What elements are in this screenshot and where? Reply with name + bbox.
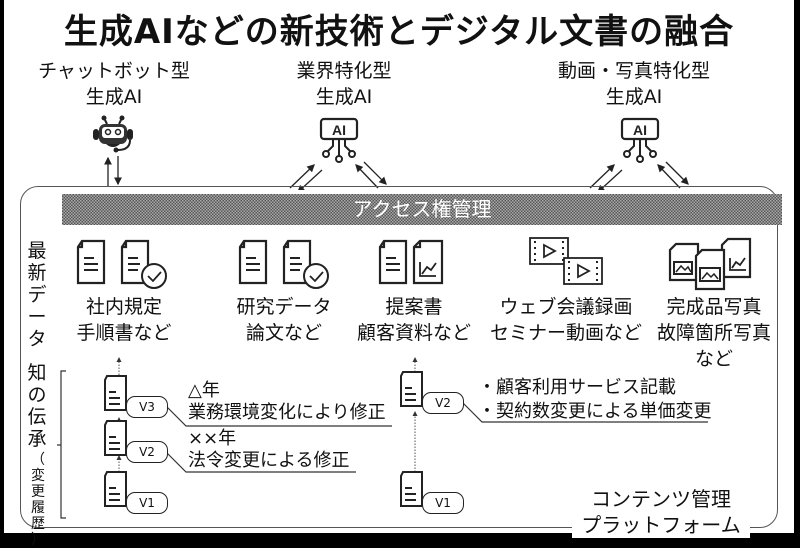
version-history-right-graphic (400, 357, 708, 507)
change-note-year: ××年 (188, 428, 237, 449)
version-badge-v3: V3 (126, 396, 168, 418)
document-label: ウェブ会議録画 (499, 296, 633, 318)
diagram-title: 生成AIなどの新技術とデジタル文書の融合 (63, 12, 735, 52)
version-badge-v1: V1 (126, 492, 168, 514)
document-type-videos: ウェブ会議録画 セミナー動画など (486, 294, 646, 346)
change-note: ××年 法令変更による修正 (188, 428, 349, 472)
photo-files-icon (668, 237, 752, 291)
video-files-icon (529, 237, 603, 285)
document-type-photos: 完成品写真 故障箇所写真 など (644, 294, 784, 372)
document-type-regulations: 社内規定 手順書など (49, 294, 199, 346)
svg-text:AI: AI (633, 122, 647, 138)
ai-source-label: 業界特化型 (296, 60, 392, 82)
section-label-knowledge: 知の伝承 (26, 362, 48, 450)
change-note-year: △年 (188, 380, 220, 401)
platform-label: コンテンツ管理 プラットフォーム (572, 486, 750, 538)
platform-label-line: プラットフォーム (581, 513, 741, 537)
ai-source-label: 生成AI (315, 86, 373, 108)
document-label: 顧客資料など (356, 322, 471, 344)
data-flow-arrows (104, 156, 689, 190)
chatbot-robot-icon (93, 115, 133, 153)
document-label: 完成品写真 (666, 296, 762, 318)
document-label: 手順書など (76, 322, 172, 344)
document-label: 論文など (245, 322, 322, 344)
section-label-text: 知の伝承 (27, 362, 47, 450)
access-control-bar: アクセス権管理 (62, 194, 782, 225)
version-badge-v2: V2 (422, 392, 464, 414)
change-note-item: ・契約数変更による単価変更 (478, 401, 712, 422)
ai-source-media: 動画・写真特化型 生成AI (544, 58, 724, 110)
document-chart-icon (378, 239, 444, 285)
version-history-left-graphic (104, 357, 392, 507)
change-note: △年 業務環境変化により修正 (188, 380, 386, 424)
document-label: など (694, 348, 733, 370)
svg-text:AI: AI (332, 122, 346, 138)
change-note: ・顧客利用サービス記載 ・契約数変更による単価変更 (478, 376, 711, 424)
bracket (57, 370, 66, 519)
ai-source-label: 動画・写真特化型 (557, 60, 710, 82)
ai-chip-icon: AI (620, 117, 660, 163)
change-note-reason: 業務環境変化により修正 (188, 402, 386, 423)
diagram-canvas: 生成AIなどの新技術とデジタル文書の融合 チャットボット型 生成AI 業界特化型… (4, 0, 794, 548)
ai-source-label: チャットボット型 (38, 60, 190, 82)
document-label: 故障箇所写真 (656, 322, 771, 344)
document-approved-icon (76, 239, 167, 289)
section-label-latest: 最新データ (26, 240, 48, 350)
document-label: 提案書 (385, 296, 443, 318)
section-label-subtext: （変更履歴） (31, 452, 45, 548)
ai-source-industry: 業界特化型 生成AI (254, 58, 434, 110)
document-approved-icon (238, 239, 329, 289)
ai-source-label: 生成AI (85, 86, 143, 108)
version-badge-v2: V2 (126, 441, 168, 463)
section-label-text: 最新データ (27, 240, 47, 350)
change-note-item: ・顧客利用サービス記載 (478, 377, 676, 398)
document-label: 社内規定 (85, 296, 162, 318)
section-label-history: （変更履歴） (27, 452, 49, 548)
document-type-research: 研究データ 論文など (209, 294, 359, 346)
document-label: セミナー動画など (489, 322, 642, 344)
change-note-reason: 法令変更による修正 (188, 450, 350, 471)
ai-source-chatbot: チャットボット型 生成AI (24, 58, 204, 110)
ai-source-label: 生成AI (605, 86, 663, 108)
document-label: 研究データ (236, 296, 332, 318)
platform-label-line: コンテンツ管理 (591, 487, 731, 511)
ai-chip-icon: AI (319, 117, 359, 163)
content-management-platform (20, 186, 778, 528)
document-type-proposals: 提案書 顧客資料など (339, 294, 489, 346)
version-badge-v1: V1 (422, 492, 464, 514)
